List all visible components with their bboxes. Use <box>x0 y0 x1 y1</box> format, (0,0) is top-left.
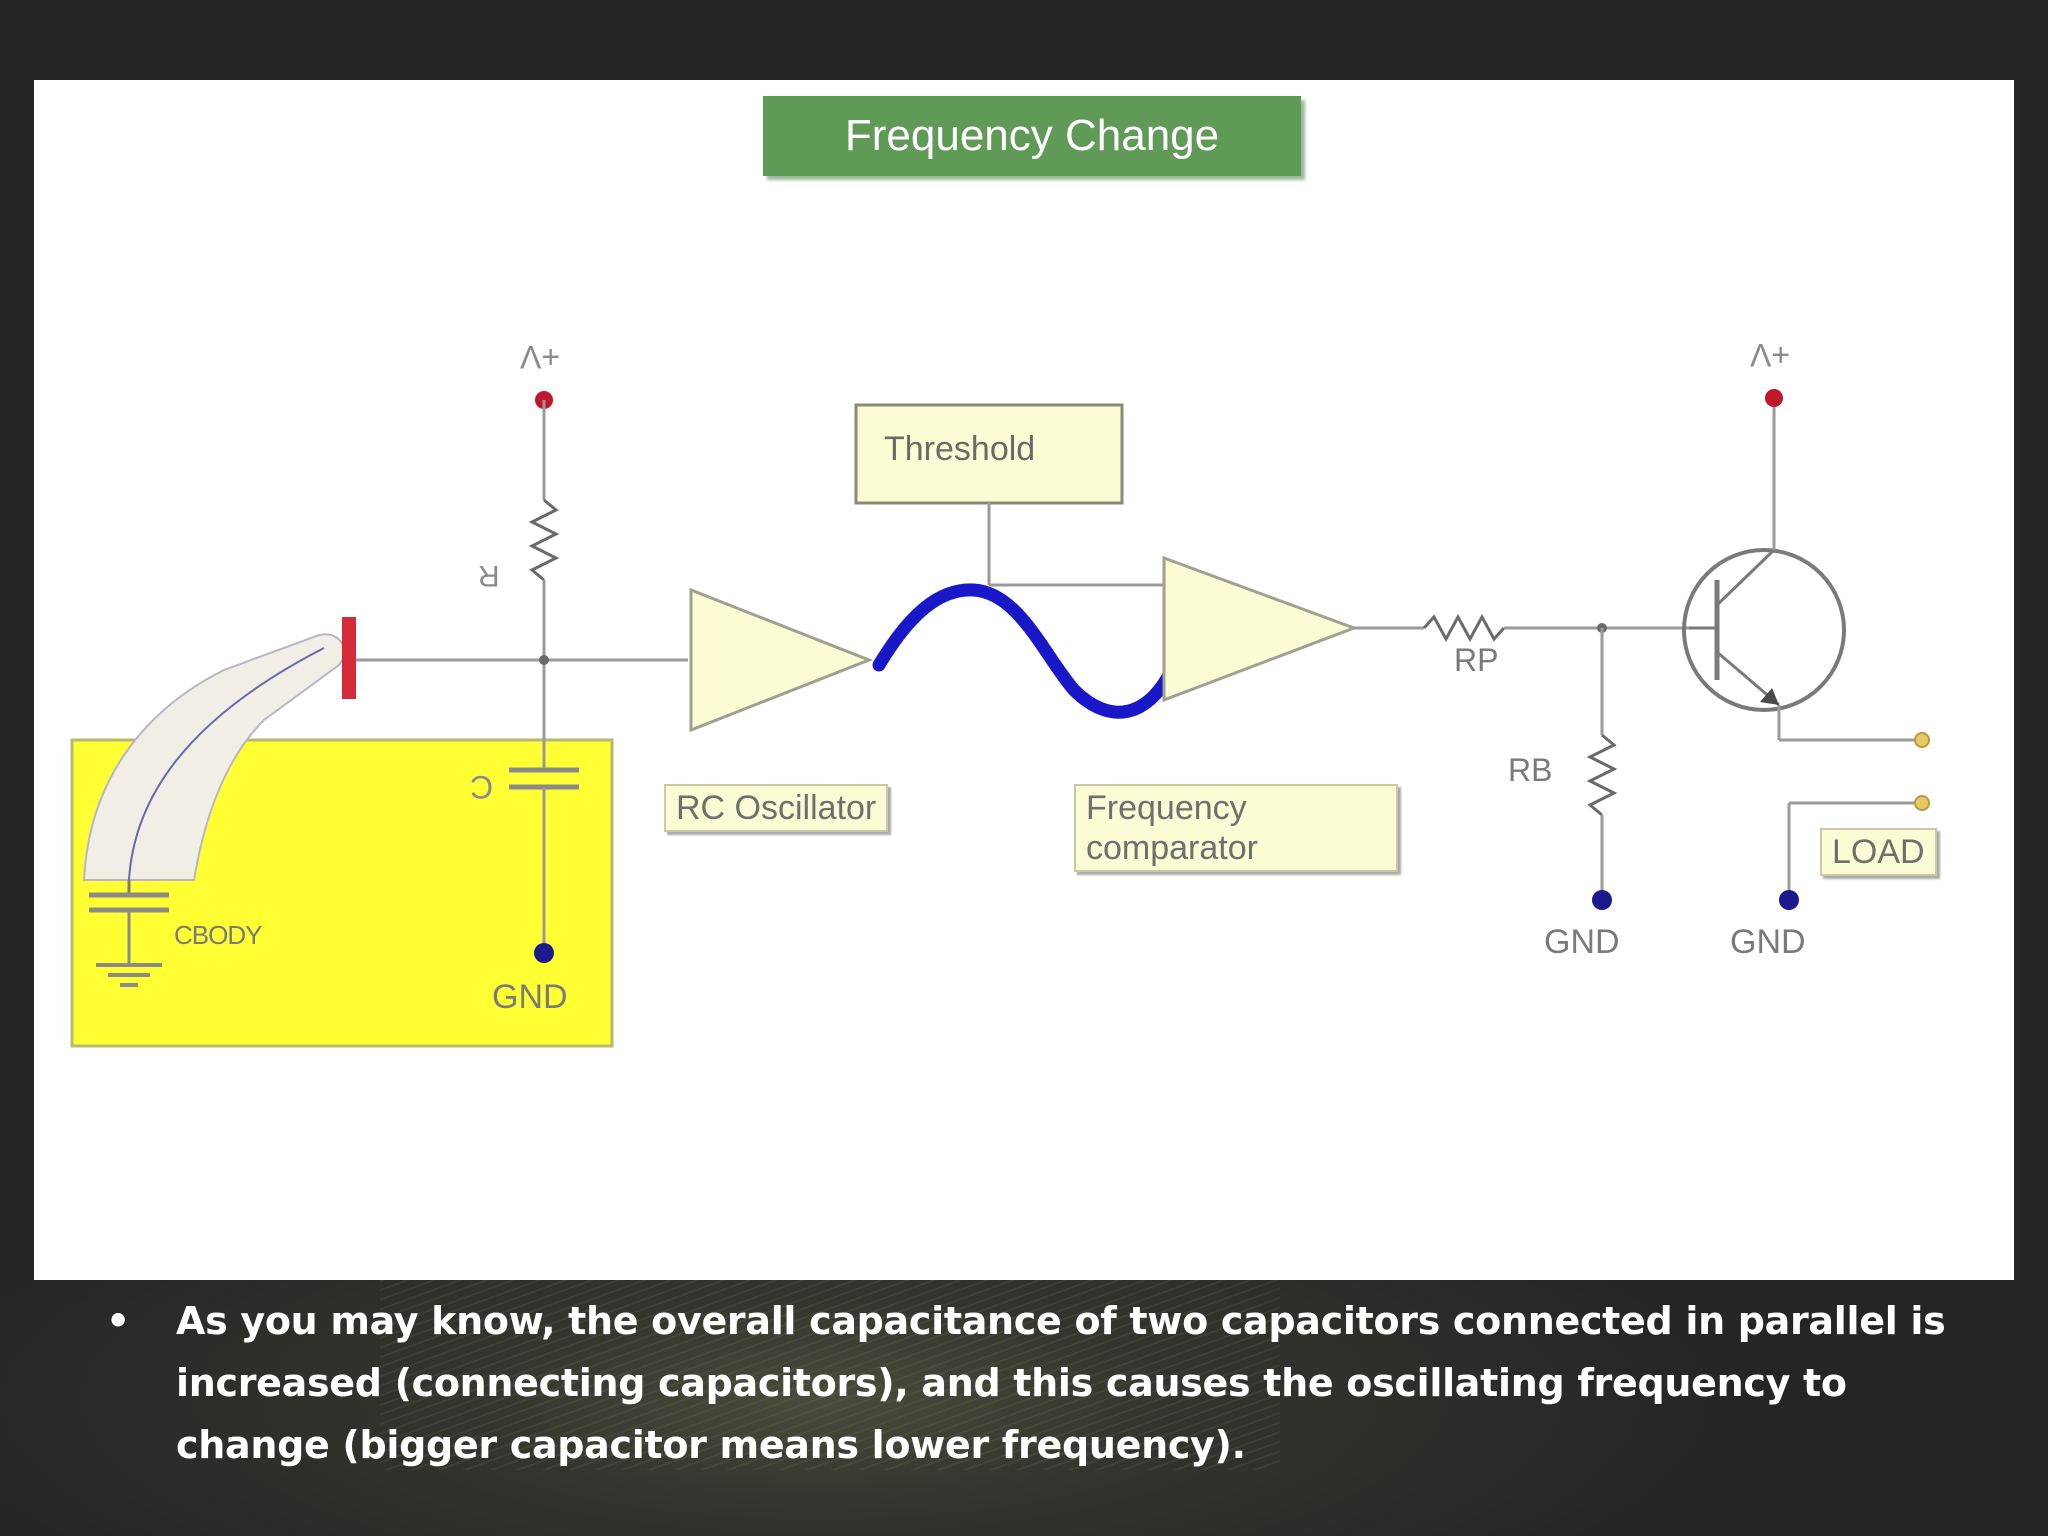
frequency-comparator-symbol <box>1162 555 1359 703</box>
label-threshold: Threshold <box>884 430 1036 468</box>
finger-shape <box>82 633 346 881</box>
gnd-node-rb <box>1592 890 1612 910</box>
touch-pad <box>342 617 356 699</box>
tag-rc-oscillator: RC Oscillator <box>664 784 889 832</box>
tag-frequency-comparator-line2: comparator <box>1086 829 1258 867</box>
resistor-rp <box>1422 613 1506 643</box>
tag-frequency-comparator-line1: Frequency <box>1086 789 1247 827</box>
threshold-box <box>854 403 1124 505</box>
bullet-point: • As you may know, the overall capacitan… <box>100 1290 1960 1476</box>
transistor-symbol <box>1682 548 1846 712</box>
background-texture <box>380 1270 1280 1470</box>
gnd-node-left <box>534 943 554 963</box>
circuit-diagram <box>70 389 1930 1048</box>
label-capacitor-c: C <box>470 769 494 805</box>
diagram-title: Frequency Change <box>763 96 1301 176</box>
supply-node-right <box>1765 389 1783 407</box>
resistor-r <box>528 498 560 582</box>
label-gnd-load: GND <box>1730 923 1806 961</box>
load-terminal-top <box>1914 732 1930 748</box>
label-gnd-left: GND <box>492 978 568 1016</box>
label-body-capacitance: CBODY <box>174 920 262 950</box>
diagram-panel: Frequency Change +V R C GND CBODY Thresh… <box>34 80 2014 1280</box>
oscillation-waveform <box>872 583 1181 719</box>
gnd-node-load <box>1779 890 1799 910</box>
finger-wire <box>128 647 325 881</box>
label-resistor-r: R <box>478 559 500 592</box>
tag-load: LOAD <box>1820 828 1937 876</box>
junction-node <box>539 655 549 665</box>
label-resistor-rp: RP <box>1454 642 1499 678</box>
resistor-rb <box>1586 733 1618 817</box>
rc-oscillator-symbol <box>689 587 874 733</box>
label-supply-right: +V <box>1750 337 1791 373</box>
label-supply-left: +V <box>520 339 561 375</box>
load-terminal-bottom <box>1914 795 1930 811</box>
bullet-marker: • <box>106 1299 131 1343</box>
label-gnd-rb: GND <box>1544 923 1620 961</box>
label-resistor-rb: RB <box>1508 752 1553 788</box>
bullet-text: As you may know, the overall capacitance… <box>176 1299 1946 1467</box>
tag-frequency-comparator: Frequency comparator <box>1074 784 1398 872</box>
